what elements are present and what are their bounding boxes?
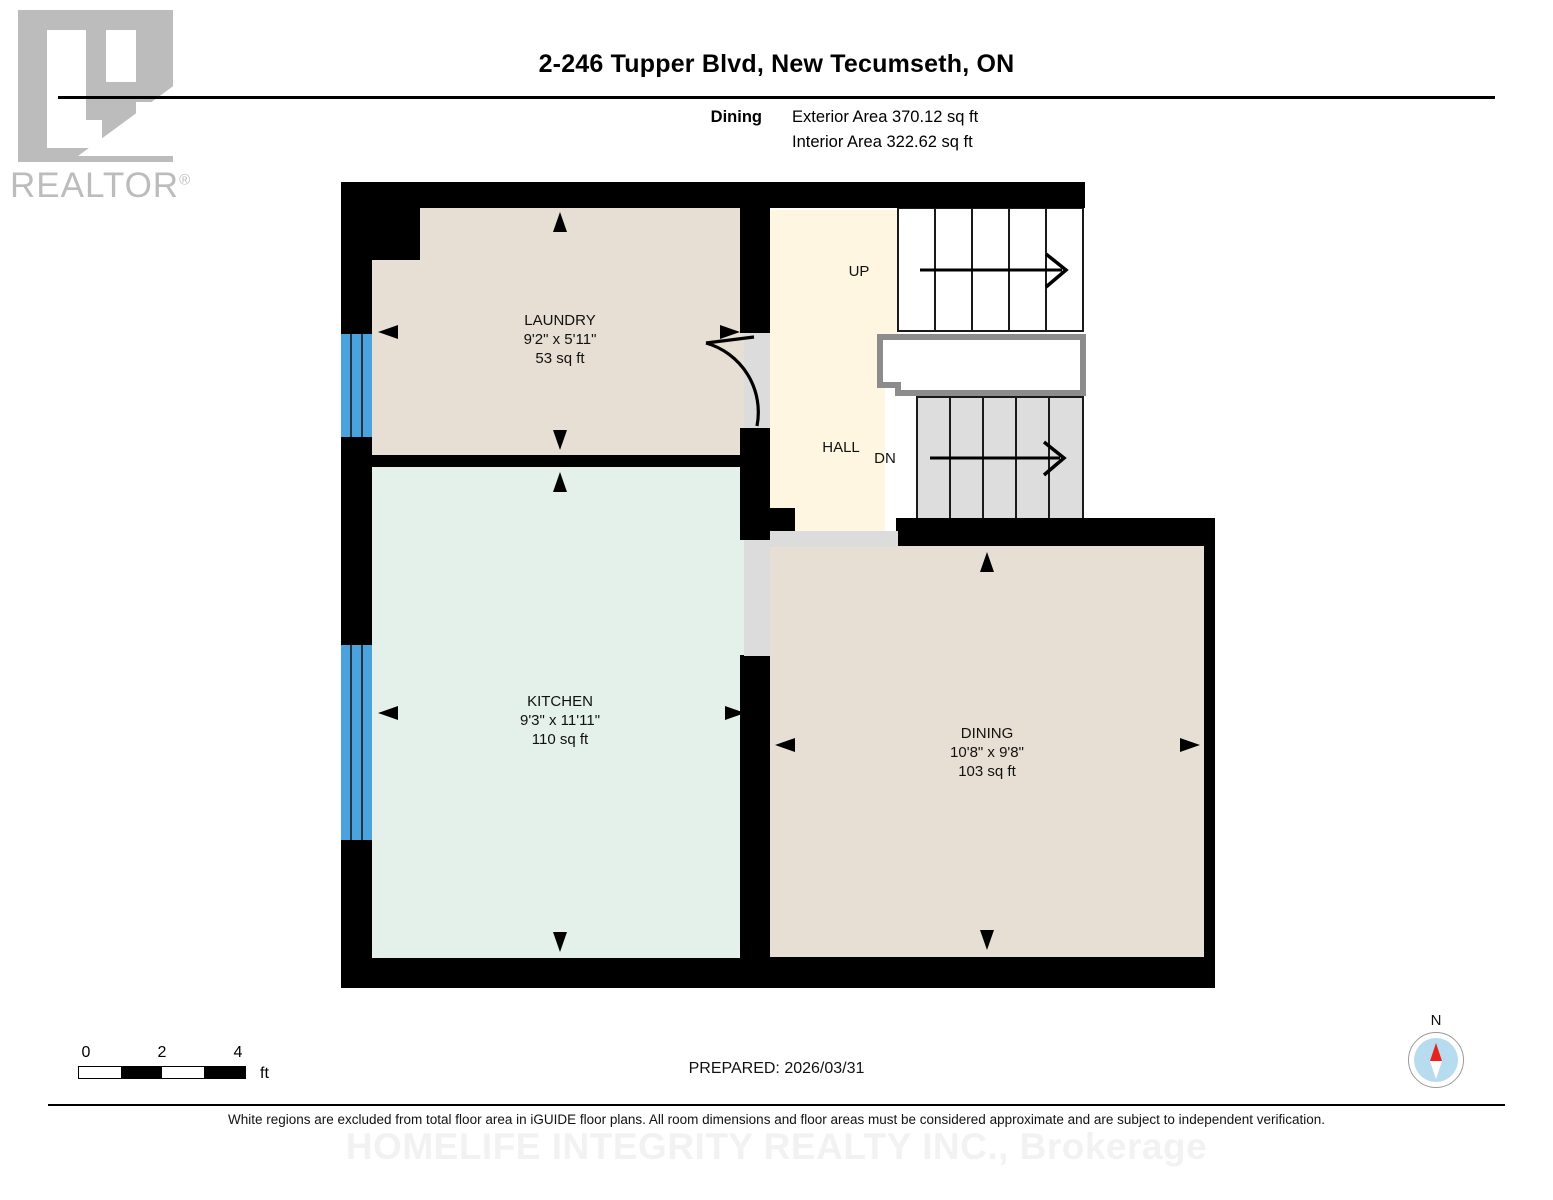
- room-label-dining: DINING 10'8" x 9'8" 103 sq ft: [950, 724, 1024, 782]
- dim-arrow: [980, 552, 994, 572]
- dim-arrow: [553, 430, 567, 450]
- scale-tick: 2: [157, 1044, 167, 1061]
- stairs-dn-direction-arrow: [930, 440, 1067, 477]
- prepared-date: PREPARED: 2026/03/31: [688, 1060, 865, 1077]
- stairwell-void: [877, 334, 1086, 396]
- room-fill-kitchen: [372, 465, 752, 958]
- scale-segment: [120, 1067, 162, 1078]
- door-leaf-laundry: [705, 335, 755, 345]
- room-dimensions: 9'2" x 5'11": [523, 331, 597, 349]
- wall-laundry-kitchen: [341, 455, 752, 467]
- scale-segment: [203, 1067, 245, 1078]
- scale-bar: 0 2 4 ft: [78, 1044, 278, 1082]
- dim-arrow: [378, 706, 398, 720]
- stairs-dn-label: DN: [874, 450, 896, 467]
- scale-tick: 4: [233, 1044, 243, 1061]
- wall-dining-bottom: [752, 957, 1215, 988]
- area-row: Dining Exterior Area 370.12 sq ft: [700, 108, 979, 127]
- compass-dial: [1408, 1032, 1464, 1088]
- area-row: Interior Area 322.62 sq ft: [700, 133, 978, 152]
- realtor-logo-counter: [106, 30, 136, 82]
- compass-north-label: N: [1430, 1012, 1442, 1029]
- window-kitchen: [341, 645, 372, 840]
- scale-track: [78, 1066, 246, 1079]
- dim-arrow: [553, 212, 567, 232]
- room-name: DINING: [960, 725, 1014, 742]
- wall-laundry-notch: [372, 182, 420, 260]
- compass-inner-disc: [1414, 1038, 1458, 1082]
- stairs-dn-treads: [949, 397, 1050, 530]
- window-laundry: [341, 334, 372, 437]
- room-fill-hall: [770, 210, 898, 535]
- page-title: 2-246 Tupper Blvd, New Tecumseth, ON: [538, 50, 1015, 78]
- scale-unit-label: ft: [260, 1065, 269, 1082]
- realtor-logo-stem: [47, 30, 86, 148]
- wall-dining-right: [1204, 518, 1215, 988]
- room-area: 53 sq ft: [535, 350, 585, 368]
- wall-laundry-right-lower: [740, 428, 770, 467]
- room-label-hall: HALL: [822, 439, 860, 456]
- stairs-up-direction-arrow: [920, 252, 1069, 289]
- room-area: 110 sq ft: [531, 731, 589, 749]
- brokerage-watermark: HOMELIFE INTEGRITY REALTY INC., Brokerag…: [345, 1126, 1208, 1167]
- dim-arrow: [725, 706, 745, 720]
- compass-needle-south: [1430, 1061, 1442, 1079]
- wall-left-upper: [341, 182, 372, 334]
- area-value: Exterior Area 370.12 sq ft: [792, 108, 979, 126]
- wall-top-exterior: [341, 182, 1085, 208]
- disclaimer-text: White regions are excluded from total fl…: [227, 1112, 1326, 1127]
- compass-needle-north: [1430, 1043, 1442, 1061]
- room-name: LAUNDRY: [524, 312, 596, 329]
- title-divider: [58, 96, 1495, 99]
- scale-tick-labels: 0 2 4: [78, 1044, 278, 1066]
- area-value: Interior Area 322.62 sq ft: [792, 133, 973, 151]
- room-area: 103 sq ft: [958, 763, 1016, 781]
- room-label-laundry: LAUNDRY 9'2" x 5'11" 53 sq ft: [524, 311, 597, 369]
- room-label-kitchen: KITCHEN 9'3" x 11'11" 110 sq ft: [520, 692, 600, 750]
- dim-arrow: [553, 932, 567, 952]
- realtor-logo-notch: [86, 120, 102, 148]
- area-summary: Dining Exterior Area 370.12 sq ft Interi…: [700, 108, 979, 158]
- area-label: Dining: [710, 108, 762, 126]
- opening-kitchen-dining: [744, 540, 770, 656]
- dim-arrow: [720, 325, 740, 339]
- room-dimensions: 9'3" x 11'11": [519, 712, 601, 730]
- wall-laundry-right-upper: [740, 205, 770, 333]
- stairs-up-label: UP: [848, 263, 870, 280]
- wall-dining-top: [896, 518, 1215, 546]
- scale-tick: 0: [81, 1044, 91, 1061]
- compass-rose: N: [1400, 1012, 1472, 1096]
- realtor-wordmark-text: REALTOR: [10, 166, 180, 205]
- wall-kitchen-right-lower: [740, 655, 770, 988]
- room-fill-dining: [768, 545, 1204, 957]
- realtor-wordmark: REALTOR®: [10, 166, 206, 206]
- dim-arrow: [775, 738, 795, 752]
- wall-left-middle: [341, 437, 372, 651]
- room-name: KITCHEN: [527, 693, 593, 710]
- wall-bottom-kitchen: [341, 958, 752, 988]
- registered-mark: ®: [179, 171, 192, 189]
- dim-arrow: [980, 930, 994, 950]
- realtor-logo-gap: [136, 102, 173, 148]
- dim-arrow: [553, 472, 567, 492]
- room-dimensions: 10'8" x 9'8": [950, 744, 1024, 762]
- footer-divider: [48, 1104, 1505, 1106]
- room-fill-laundry: [372, 205, 752, 455]
- opening-hall-south: [770, 531, 898, 547]
- door-swing-laundry: [705, 341, 760, 427]
- dim-arrow: [378, 325, 398, 339]
- wall-dining-top-left: [752, 518, 774, 546]
- dim-arrow: [1180, 738, 1200, 752]
- header: 2-246 Tupper Blvd, New Tecumseth, ON: [0, 50, 1553, 79]
